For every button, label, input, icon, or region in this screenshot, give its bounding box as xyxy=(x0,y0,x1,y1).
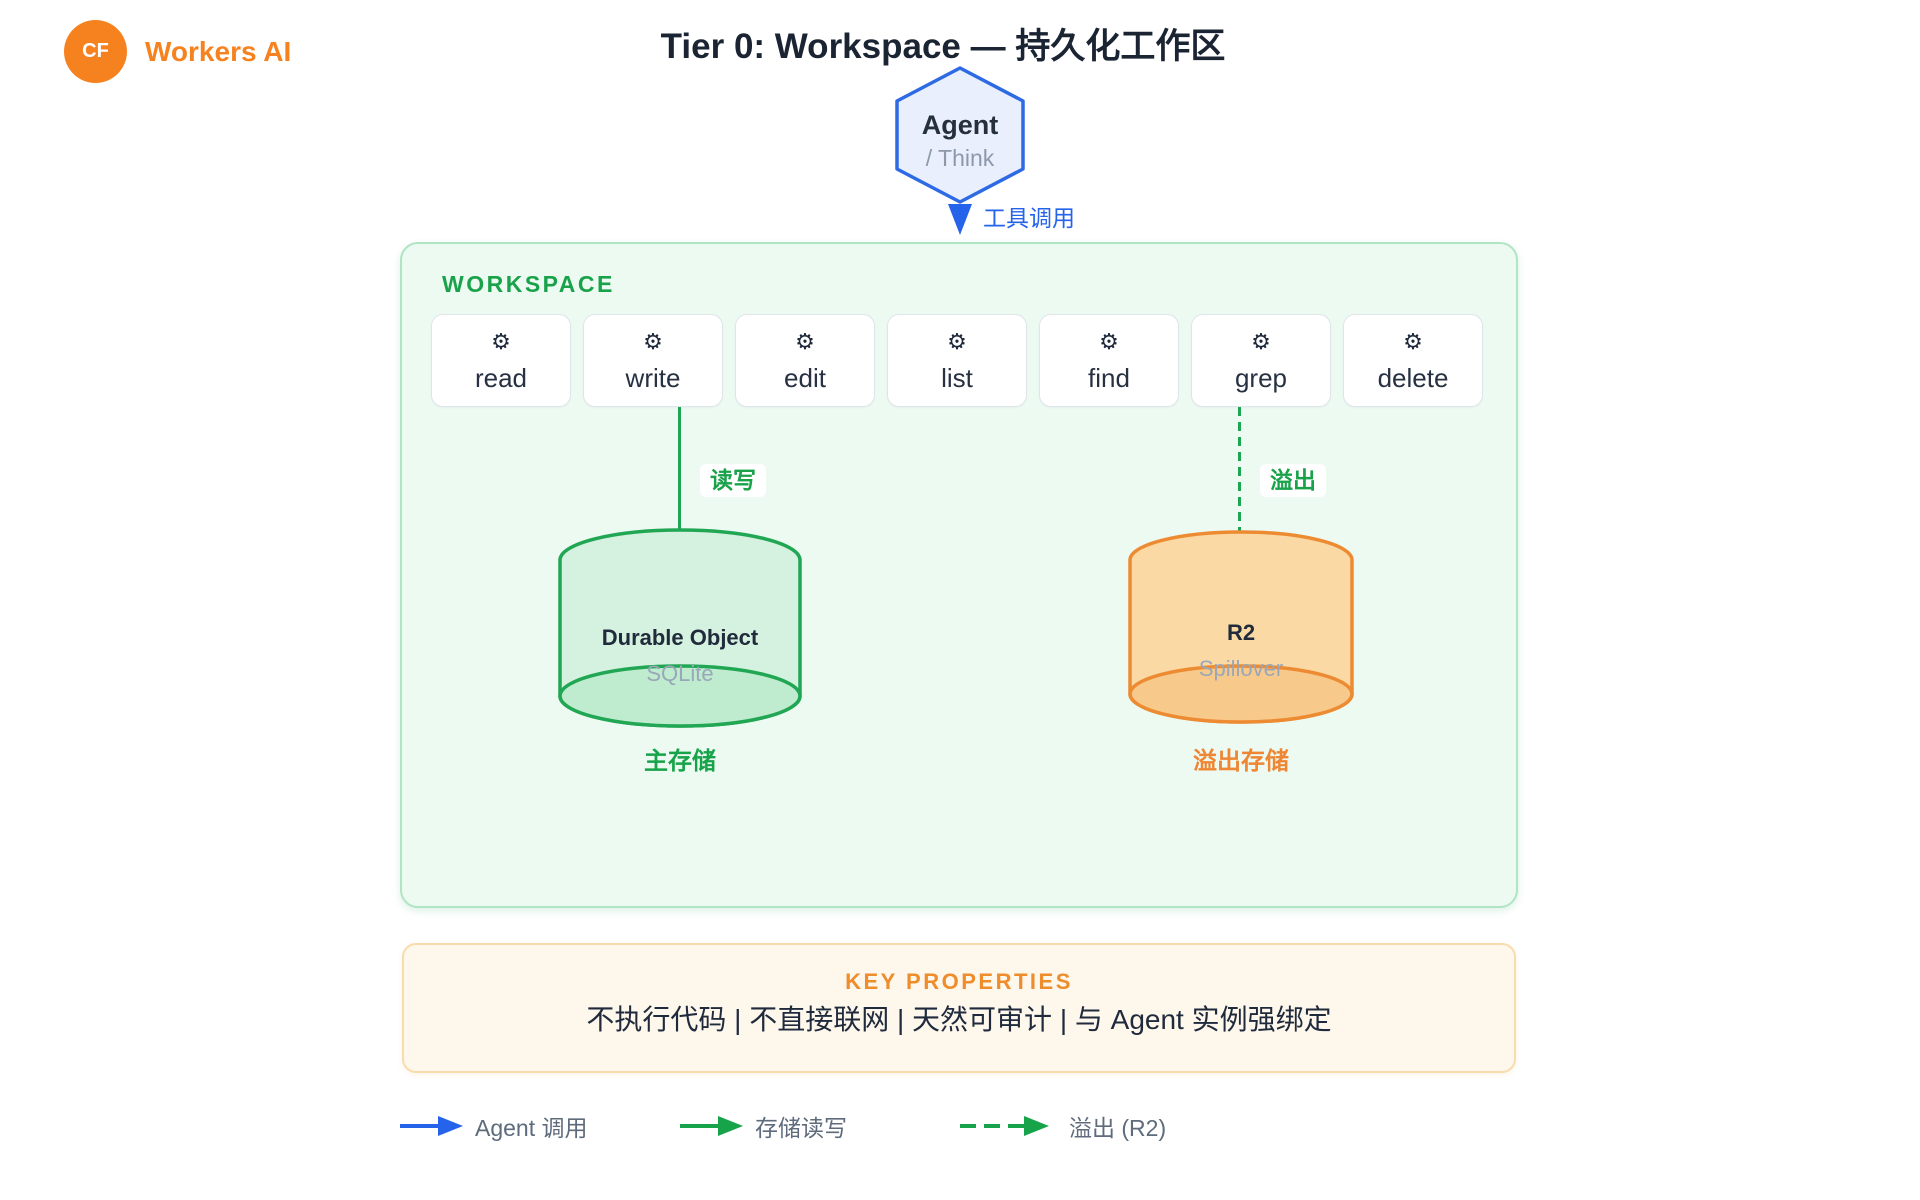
tool-find[interactable]: ⚙ find xyxy=(1039,314,1179,407)
legend-label: 存储读写 xyxy=(755,1115,847,1141)
legend-label: Agent 调用 xyxy=(475,1115,588,1141)
legend-line-green xyxy=(680,1124,718,1128)
agent-hexagon xyxy=(895,66,1025,204)
key-properties-heading: KEY PROPERTIES xyxy=(845,969,1073,994)
key-properties-text: 不执行代码 | 不直接联网 | 天然可审计 | 与 Agent 实例强绑定 xyxy=(586,1004,1332,1035)
tools-row: ⚙ read ⚙ write ⚙ edit ⚙ list ⚙ find ⚙ grep ⚙ de… xyxy=(431,314,1483,407)
legend-line-blue xyxy=(400,1124,438,1128)
agent-arrow-down-icon xyxy=(948,204,972,235)
connector-grep-spillover xyxy=(1238,407,1241,532)
agent-subtitle: / Think xyxy=(925,144,995,171)
legend-arrowhead-blue xyxy=(438,1116,463,1136)
legend-storage-rw: 存储读写 xyxy=(680,1111,847,1141)
tool-write[interactable]: ⚙ write xyxy=(583,314,723,407)
connector-write-storage xyxy=(678,407,681,530)
logo-text: CF xyxy=(82,40,109,62)
tool-label: grep xyxy=(1234,363,1288,393)
legend-arrowhead-green-dashed xyxy=(1024,1116,1049,1136)
edge-label-spill: 溢出 xyxy=(1260,464,1326,497)
durable-object-subtitle: SQLite xyxy=(646,661,714,686)
tool-edit[interactable]: ⚙ edit xyxy=(735,314,875,407)
legend-spill-r2: 溢出 (R2) xyxy=(960,1111,1166,1141)
legend-arrowhead-green xyxy=(718,1116,743,1136)
tool-label: read xyxy=(474,363,528,393)
page-title: Tier 0: Workspace — 持久化工作区 xyxy=(660,27,1226,66)
gear-icon: ⚙ xyxy=(491,329,511,354)
spill-store-caption: 溢出存储 xyxy=(1193,748,1289,775)
workspace-label: WORKSPACE xyxy=(442,271,615,297)
durable-object-cylinder xyxy=(558,528,802,728)
tool-grep[interactable]: ⚙ grep xyxy=(1191,314,1331,407)
tool-label: delete xyxy=(1377,363,1449,393)
gear-icon: ⚙ xyxy=(643,329,663,354)
tool-list[interactable]: ⚙ list xyxy=(887,314,1027,407)
r2-title: R2 xyxy=(1226,620,1256,645)
edge-label-readwrite: 读写 xyxy=(700,464,766,497)
r2-cylinder xyxy=(1128,530,1354,724)
cf-logo: CF xyxy=(64,20,127,83)
gear-icon: ⚙ xyxy=(947,329,967,354)
tool-delete[interactable]: ⚙ delete xyxy=(1343,314,1483,407)
tool-label: find xyxy=(1088,363,1130,393)
gear-icon: ⚙ xyxy=(795,329,815,354)
tool-label: write xyxy=(625,363,681,393)
tool-label: list xyxy=(941,363,973,393)
gear-icon: ⚙ xyxy=(1099,329,1119,354)
brand-name: Workers AI xyxy=(145,35,292,67)
durable-object-title: Durable Object xyxy=(601,625,759,650)
key-properties-box: KEY PROPERTIES 不执行代码 | 不直接联网 | 天然可审计 | 与… xyxy=(402,943,1516,1073)
legend-agent-call: Agent 调用 xyxy=(400,1111,588,1141)
legend-line-dashed xyxy=(960,1124,1024,1128)
tool-read[interactable]: ⚙ read xyxy=(431,314,571,407)
r2-subtitle: Spillover xyxy=(1198,656,1284,681)
tool-label: edit xyxy=(784,363,826,393)
agent-node: Agent / Think xyxy=(895,66,1025,204)
tool-call-label: 工具调用 xyxy=(983,205,1075,231)
primary-store-caption: 主存储 xyxy=(644,748,716,775)
agent-name: Agent xyxy=(921,109,999,140)
legend-label: 溢出 (R2) xyxy=(1069,1115,1167,1141)
gear-icon: ⚙ xyxy=(1403,329,1423,354)
gear-icon: ⚙ xyxy=(1251,329,1271,354)
